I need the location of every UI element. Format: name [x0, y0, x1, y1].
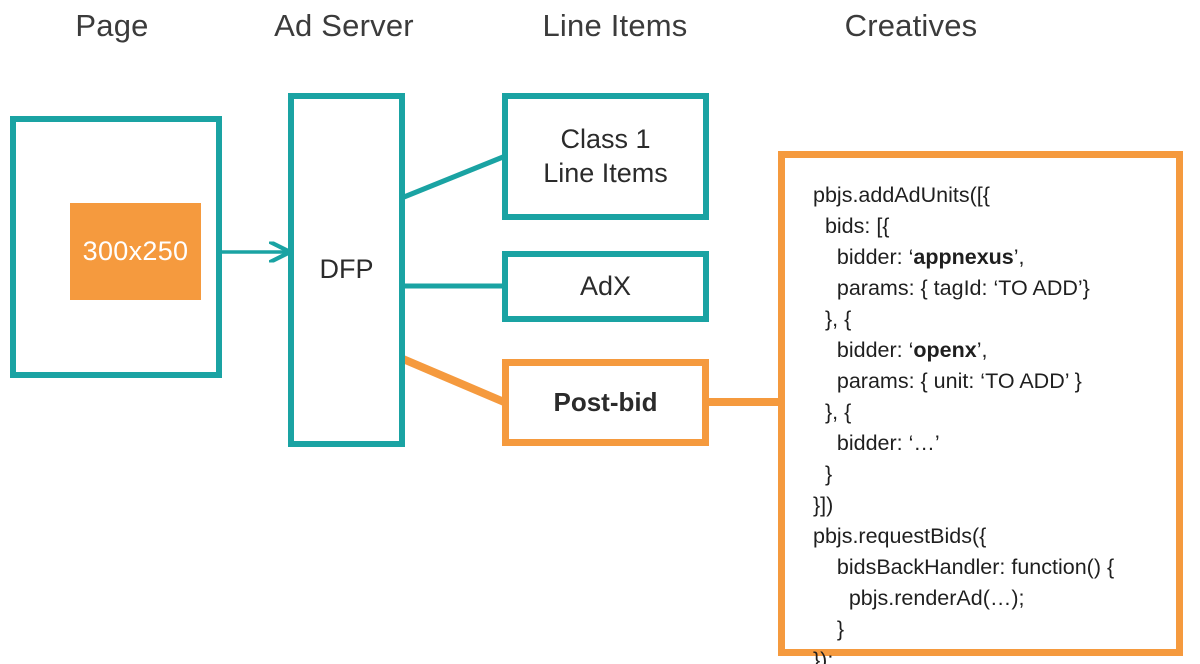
code-line: }); [813, 648, 834, 664]
code-line: pbjs.addAdUnits([{ [813, 183, 990, 207]
code-line: params: { tagId: ‘TO ADD’} [813, 276, 1090, 300]
column-header-page: Page [75, 8, 149, 43]
code-line: params: { unit: ‘TO ADD’ } [813, 369, 1082, 393]
creatives-code-block: pbjs.addAdUnits([{ bids: [{ bidder: ‘app… [813, 180, 1114, 664]
line-item-box-adx: AdX [502, 251, 709, 322]
ad-server-label: DFP [319, 254, 374, 285]
code-line: bidder: ‘…’ [813, 431, 940, 455]
column-header-creatives: Creatives [844, 8, 978, 43]
creative-unit-300x250: 300x250 [70, 203, 201, 300]
line-item-box-post-bid: Post-bid [502, 359, 709, 446]
code-line: }]) [813, 493, 834, 517]
ad-server-dfp-box: DFP [288, 93, 405, 447]
line-item-label-post-bid: Post-bid [553, 387, 658, 418]
creative-unit-label: 300x250 [82, 236, 189, 266]
column-header-ad-server: Ad Server [274, 8, 414, 43]
code-line: bidsBackHandler: function() { [813, 555, 1115, 579]
connector-dfp-to-class1 [403, 154, 504, 200]
code-line: } [813, 617, 845, 641]
column-header-line-items: Line Items [542, 8, 688, 43]
line-item-label-adx: AdX [579, 270, 632, 301]
code-line: pbjs.requestBids({ [813, 524, 987, 548]
code-line: pbjs.renderAd(…); [813, 586, 1025, 610]
code-line: bidder: ‘appnexus’, [813, 245, 1025, 269]
creatives-code-panel: pbjs.addAdUnits([{ bids: [{ bidder: ‘app… [778, 151, 1183, 664]
code-line: }, { [813, 400, 852, 424]
code-line: }, { [813, 307, 852, 331]
code-line: bidder: ‘openx’, [813, 338, 988, 362]
connector-dfp-to-postbid [401, 355, 506, 406]
code-line: } [813, 462, 833, 486]
code-line: bids: [{ [813, 214, 890, 238]
